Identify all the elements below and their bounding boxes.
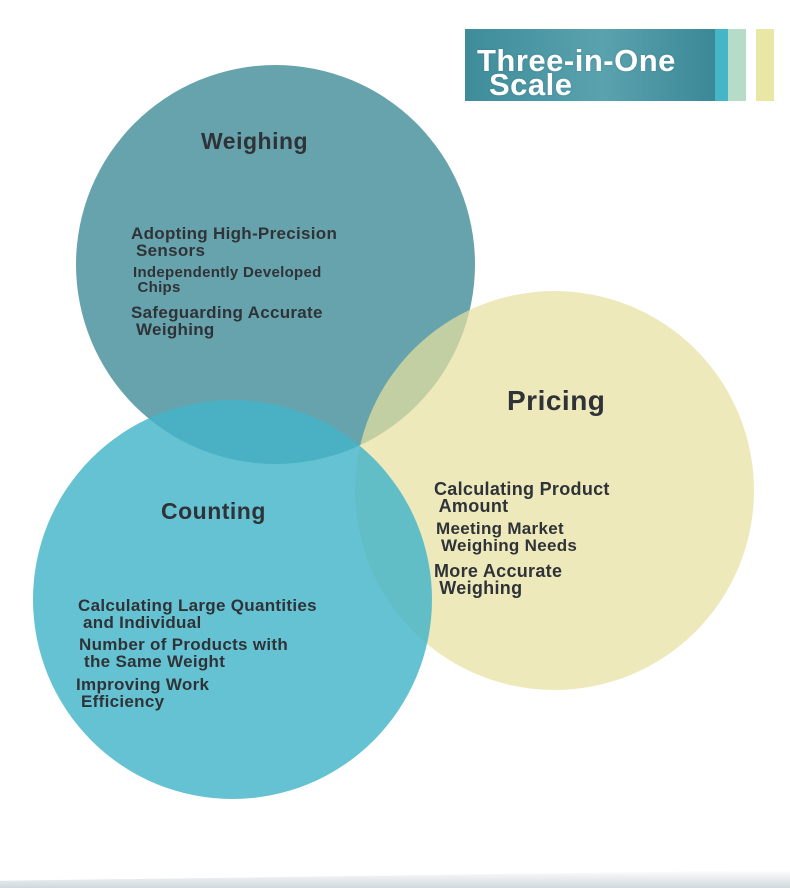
- banner-title-line1: Three-in-One: [477, 43, 676, 78]
- title-banner: Three-in-One Scale: [465, 29, 715, 101]
- weighing-item-2: Independently Developed Chips: [133, 264, 322, 296]
- pricing-item-2: Meeting Market Weighing Needs: [436, 519, 578, 555]
- counting-item-2: Number of Products with the Same Weight: [79, 635, 289, 671]
- pricing-item-3: More Accurate Weighing: [434, 561, 563, 598]
- pricing-item-1: Calculating Product Amount: [434, 479, 610, 516]
- counting-item-3: Improving Work Efficiency: [76, 675, 210, 711]
- banner-title: Three-in-One Scale: [477, 45, 713, 102]
- banner-stripe-teal: [715, 29, 728, 101]
- counting-item-1: Calculating Large Quantities and Individ…: [78, 596, 317, 632]
- banner-title-line2: Scale: [489, 67, 573, 102]
- weighing-item-3: Safeguarding Accurate Weighing: [131, 303, 323, 339]
- banner-stripe-mint: [728, 29, 746, 101]
- weighing-title: Weighing: [201, 128, 309, 154]
- pricing-title: Pricing: [507, 385, 606, 416]
- banner-stripe-yellow: [756, 29, 774, 101]
- counting-circle: [33, 400, 432, 799]
- bottom-band: [0, 870, 790, 888]
- counting-title: Counting: [161, 498, 266, 524]
- weighing-item-1: Adopting High-Precision Sensors: [131, 224, 338, 260]
